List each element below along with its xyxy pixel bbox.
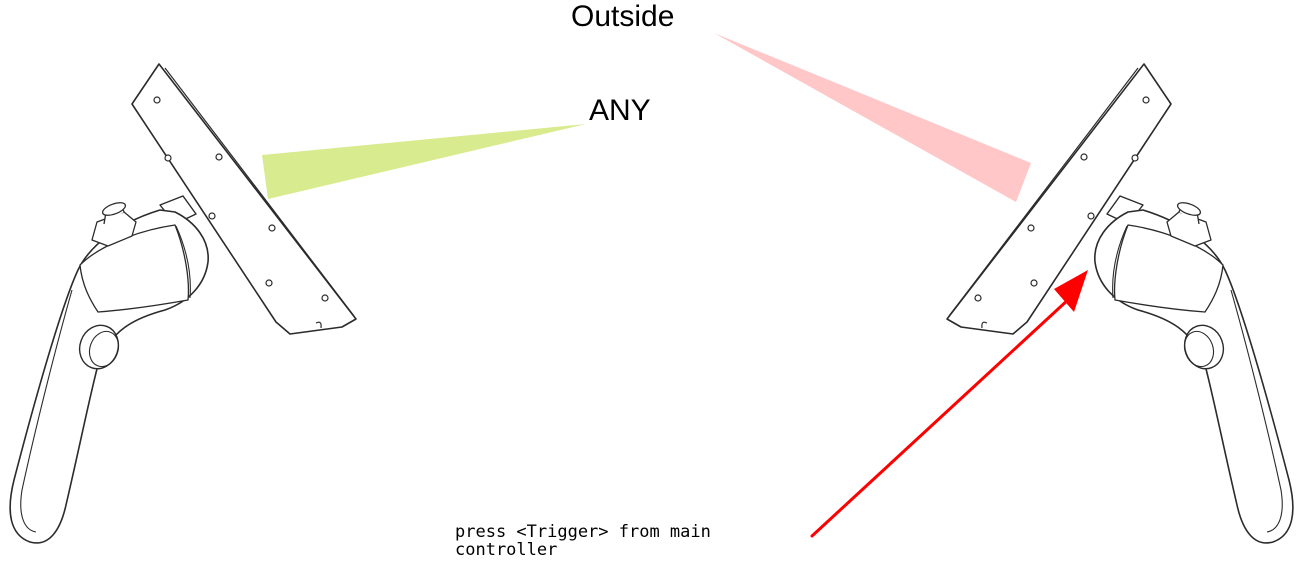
trigger-arrow-line [812,298,1070,536]
outside-beam [714,33,1031,202]
any-beam [262,124,586,199]
right-controller [947,64,1293,543]
trigger-instruction-label: press <Trigger> from main controller [455,523,805,559]
left-controller [10,64,356,543]
outside-label: Outside [571,0,674,34]
any-label: ANY [589,94,651,128]
trigger-arrowhead [1054,270,1088,312]
